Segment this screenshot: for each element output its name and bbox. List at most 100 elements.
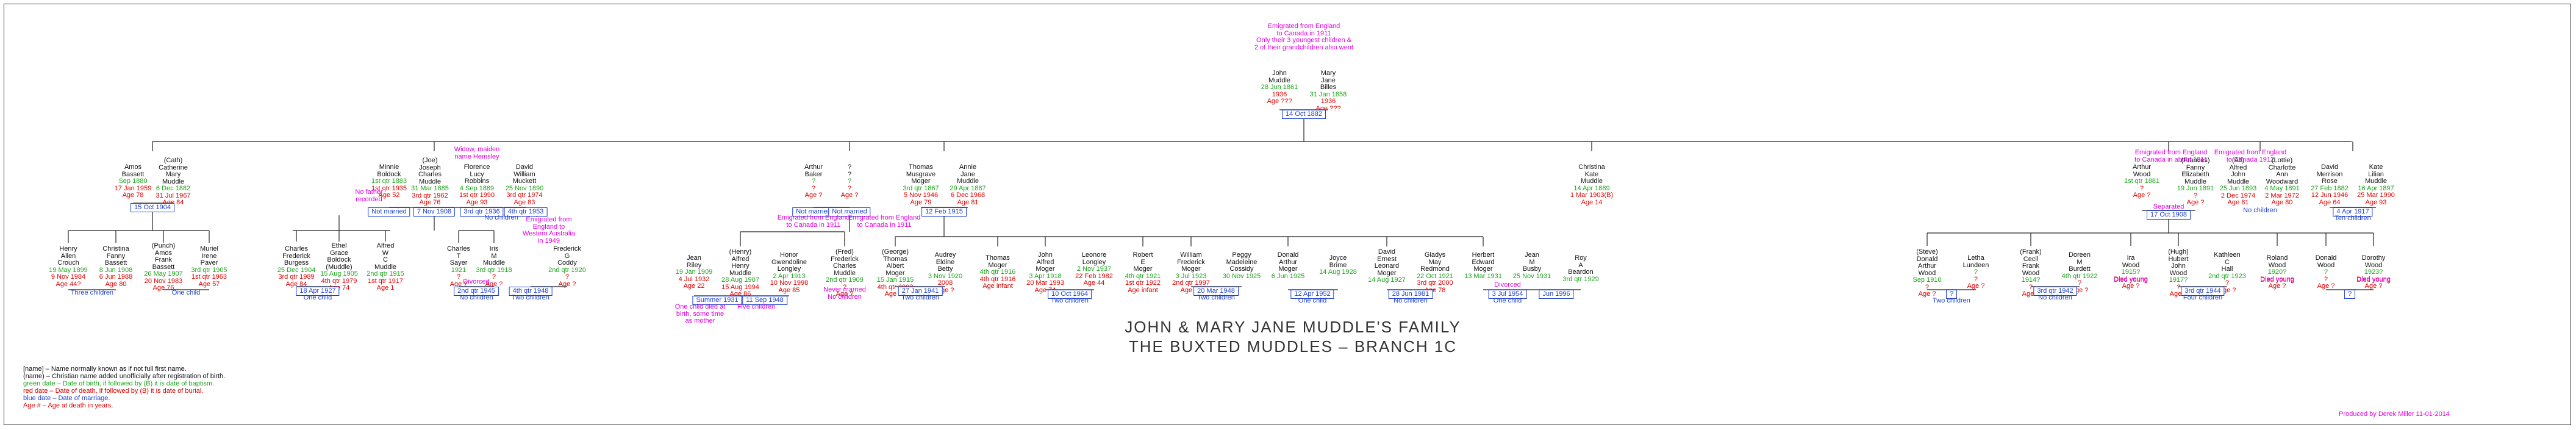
person-name-line: M (2077, 258, 2083, 266)
birth-date: 26 May 1907 (144, 270, 183, 278)
marriage-johnm-children: Two children (1051, 297, 1089, 304)
death-date: 1936 (1320, 98, 1336, 105)
marriage-jeanm: Jun 1996 (1539, 290, 1574, 299)
person-name-line: William (1180, 251, 1202, 259)
birth-date: 30 Nov 1925 (1222, 272, 1261, 280)
birth-date: 19 May 1899 (49, 266, 88, 274)
age-at-death: Age ? (2169, 290, 2188, 298)
person-name-line: Christina (1578, 163, 1605, 171)
death-date: 1st qtr 1922 (1125, 279, 1161, 287)
marriage-charlesf: 18 Apr 1927 (296, 287, 340, 296)
person-name-line: Riley (686, 261, 702, 269)
person-name-line: Joyce (1329, 254, 1347, 262)
person-name-line: Muriel (200, 245, 218, 253)
age-at-death: Age ? (804, 192, 823, 199)
age-at-death: Age ? (2317, 282, 2335, 290)
death-date: ? (1925, 283, 1930, 291)
person-name-line: Redmond (1420, 265, 1450, 273)
age-at-death: Age 76 (152, 284, 174, 292)
death-date: ? (456, 273, 461, 281)
legend-item: (name) – Christian name added unofficial… (23, 373, 226, 380)
marriage-charlest: 2nd qtr 1945 (454, 287, 499, 296)
marriage-william: 20 Mar 1948 (1193, 287, 1239, 296)
person-name-line: Muddle (2227, 177, 2250, 185)
age-at-death: Age 74 (1034, 286, 1056, 294)
age-at-death: Age 81 (957, 198, 979, 206)
birth-date: 2 Nov 1937 (1076, 265, 1112, 273)
person-name-line: Elizabeth (2181, 171, 2209, 178)
person-name-line: Wood (2122, 261, 2140, 269)
age-at-death: Age infant (1128, 286, 1158, 294)
person-name-line: Wood (2317, 261, 2335, 269)
marriage-jean: Summer 1931 (692, 296, 742, 305)
death-date: ? (1973, 275, 1978, 283)
birth-date: ? (811, 177, 816, 185)
age-at-death: Age ? (485, 280, 503, 288)
age-at-death: Age ? (1918, 290, 1936, 298)
marriage-johnm: 10 Oct 1964 (1048, 290, 1092, 299)
death-date: 1st qtr 1935 (371, 184, 407, 192)
person-name-line: Muddle (418, 177, 442, 185)
birth-date: 14 Aug 1928 (1319, 268, 1357, 276)
person-name-line: Robbins (464, 177, 490, 185)
person-name-line: Burdett (2069, 265, 2091, 273)
person-name-line: Jean (687, 254, 701, 262)
birth-date: 3 Jul 1923 (1175, 272, 1207, 280)
person-name-line: Alfred (1036, 258, 1054, 266)
death-date: 4th qtr 1916 (979, 275, 1016, 283)
death-date: 4 Jul 1932 (678, 275, 710, 283)
birth-date: 14 Apr 1889 (1573, 184, 1610, 192)
person-name-line: Kate (1584, 170, 1599, 178)
death-date: 20 Mar 1993 (1026, 279, 1064, 287)
age-at-death: Age 44 (1083, 279, 1105, 287)
person-name-line: Boldock (327, 256, 351, 263)
person-name-line: Moger (1181, 265, 1201, 273)
person-name-line: Fanny (2186, 163, 2205, 171)
person-name-line: Billes (1320, 84, 1337, 91)
person-name-line: Gwendoline (771, 258, 807, 266)
person-name-line: Charlotte (2268, 163, 2296, 171)
person-name-line: Henry (59, 245, 77, 253)
birth-date: 25 Nov 1890 (505, 184, 544, 192)
person-name-line: Ann (2276, 171, 2288, 178)
person-name-line: Donald (1277, 251, 1299, 259)
person-name-line: (Joe) (422, 157, 438, 164)
marriage-kate-children: Ten children (2334, 215, 2371, 222)
person-name-line: (Steve) (1916, 248, 1938, 256)
death-date: 1936 (1272, 90, 1287, 98)
death-date: ? (2225, 279, 2230, 287)
death-date: 6 Jun 1988 (99, 273, 133, 281)
person-name-line: Arthur (2133, 163, 2151, 171)
death-date: 1st qtr 1917 (367, 277, 404, 285)
age-at-death: Age 73 (1180, 286, 1202, 294)
age-at-death: Age 76 (419, 199, 441, 206)
person-name-line: (Punch) (151, 242, 176, 249)
age-at-death: Age ? (2070, 286, 2089, 294)
person-name-line: Lundeen (1962, 261, 1989, 269)
person-name-line: Coddy (557, 259, 577, 267)
person-name-line: Frederick (1177, 258, 1205, 266)
age-at-death: Age 85 (778, 286, 800, 294)
person-name-line: Kathleen (2214, 251, 2241, 259)
age-at-death: Age 79 (910, 198, 932, 206)
person-name-line: Musgrave (906, 170, 936, 178)
person-name-line: Charles (418, 171, 442, 178)
birth-date: 31 Jan 1858 (1309, 90, 1347, 98)
marriage-herbert-children: One child (1493, 297, 1522, 304)
birth-date: 13 Mar 1931 (1464, 272, 1502, 280)
person-name-line: Moger (1036, 265, 1055, 273)
birth-date: 25 Dec 1904 (277, 266, 316, 274)
